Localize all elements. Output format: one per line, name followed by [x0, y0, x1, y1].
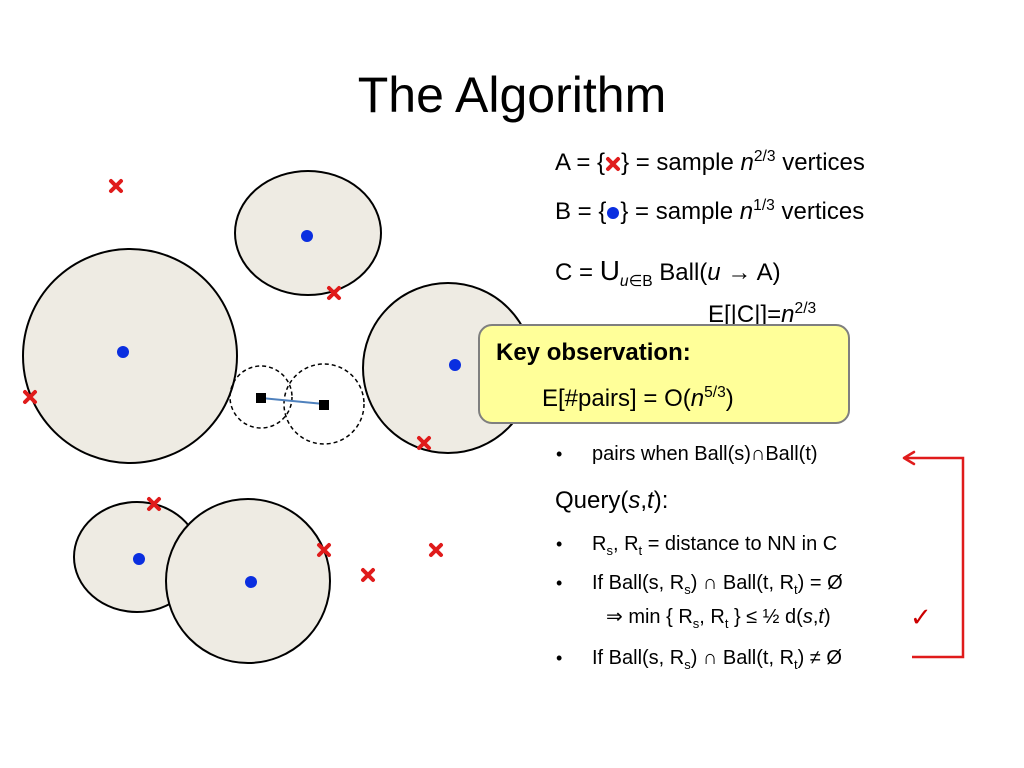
red-cross: [429, 543, 443, 557]
red-cross: [109, 179, 123, 193]
blue-dot-icon: [607, 206, 620, 219]
red-cross: [317, 543, 331, 557]
def-a: A = {} = sample n2/3 vertices: [555, 148, 865, 176]
query-balls: [229, 363, 365, 445]
query-segment: [260, 397, 325, 405]
query-point-s: [256, 393, 266, 403]
red-cross: [417, 436, 431, 450]
check-icon: ✓: [910, 602, 932, 632]
bullet-distance: Rs, Rt = distance to NN in C: [592, 533, 838, 558]
pairs-text: pairs when Ball(s)∩Ball(t): [592, 443, 818, 465]
query-ball-s: [229, 365, 293, 429]
bullet-intersecting: If Ball(s, Rs) ∩ Ball(t, Rt) ≠ Ø: [592, 647, 842, 672]
red-cross: [361, 568, 375, 582]
balls: [22, 170, 534, 664]
b-sample-dots: [117, 230, 461, 588]
bullet-dot: •: [556, 444, 563, 464]
query-point-t: [319, 400, 329, 410]
bullet-disjoint-implication: ⇒ min { Rs, Rt } ≤ ½ d(s,t): [606, 606, 831, 631]
bullet-dot: •: [556, 573, 563, 593]
expected-c-size: E[|C|]=n2/3: [708, 300, 817, 328]
callout-body: E[#pairs] = O(n5/3): [542, 384, 734, 412]
a-sample-crosses: [23, 179, 443, 582]
blue-dot: [301, 230, 313, 242]
def-c: C = Uu∈B Ball(u → A): [555, 255, 781, 290]
bullet-dot: •: [556, 534, 563, 554]
bullet-dot: •: [556, 648, 563, 668]
callout-heading: Key observation:: [496, 339, 691, 366]
bracket-arrow: [902, 450, 965, 659]
blue-dot: [117, 346, 129, 358]
blue-dot: [449, 359, 461, 371]
key-observation-callout: Key observation: E[#pairs] = O(n5/3): [478, 324, 850, 424]
query-heading: Query(s,t):: [555, 487, 669, 514]
slide-title: The Algorithm: [357, 67, 667, 123]
def-b: B = {} = sample n1/3 vertices: [555, 197, 865, 225]
blue-dot: [133, 553, 145, 565]
blue-dot: [245, 576, 257, 588]
red-cross: [147, 497, 161, 511]
red-cross-icon: [606, 156, 621, 171]
ball-left-large: [22, 248, 238, 464]
red-cross: [327, 286, 341, 300]
query-ball-t: [283, 363, 365, 445]
red-cross: [23, 390, 37, 404]
bullet-disjoint: If Ball(s, Rs) ∩ Ball(t, Rt) = Ø: [592, 572, 843, 597]
